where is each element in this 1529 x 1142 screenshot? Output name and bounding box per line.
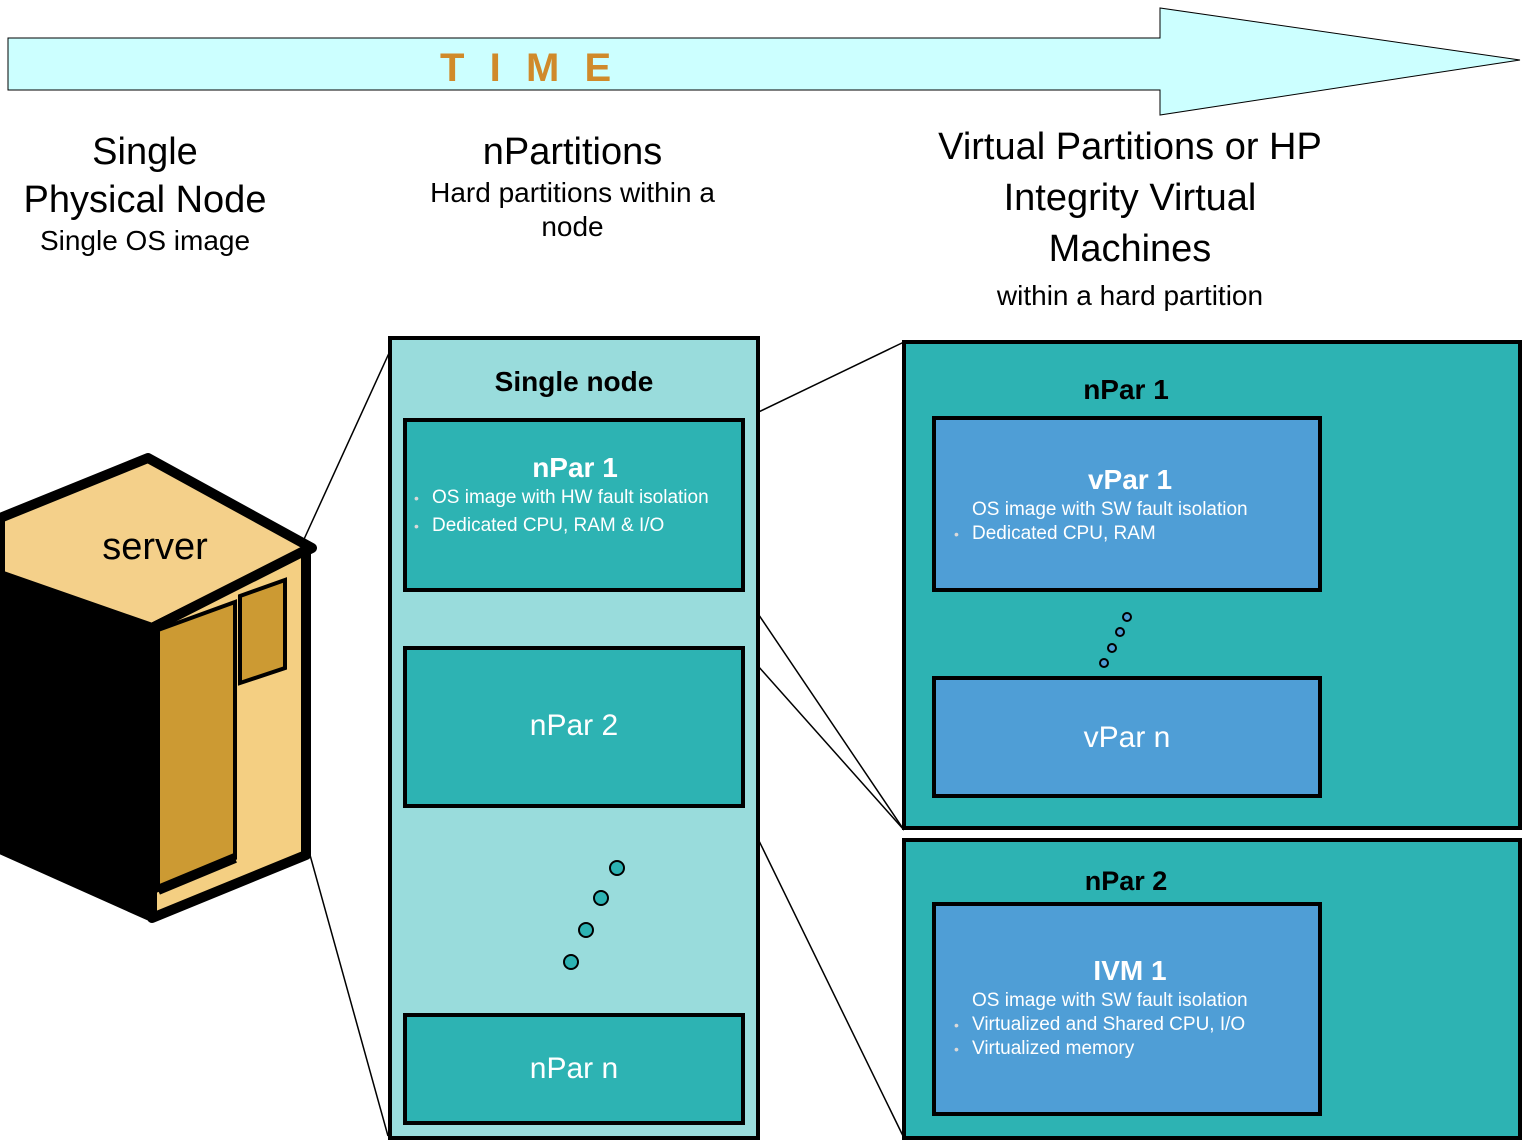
ivm1-bullet: •Virtualized and Shared CPU, I/O	[954, 1014, 1246, 1035]
server-side	[0, 571, 156, 922]
server-edge	[156, 853, 237, 895]
ivm1-box[interactable]	[932, 902, 1322, 1116]
connector-line	[741, 341, 905, 421]
npar1-title: nPar 1	[532, 452, 618, 483]
ivm1-content: IVM 1 OS image with SW fault isolation •…	[950, 955, 1310, 1061]
column2-subtitle: Hard partitions within a node	[430, 177, 715, 242]
vpar1-bullet: •Dedicated CPU, RAM	[954, 523, 1156, 544]
npar1-content: nPar 1 •OS image with HW fault isolation…	[410, 452, 740, 538]
vpar1-content: vPar 1 OS image with SW fault isolation …	[950, 464, 1310, 546]
column3-header: Virtual Partitions or HP Integrity Virtu…	[930, 122, 1330, 313]
server-illustration	[0, 453, 317, 923]
time-arrow	[7, 7, 1521, 116]
server-label: server	[102, 526, 208, 568]
vpar1-title: vPar 1	[1087, 464, 1173, 495]
ellipsis-dots-small	[1099, 612, 1132, 668]
connector-line	[309, 854, 389, 1137]
column1-header: Single Physical Node Single OS image	[0, 128, 290, 258]
single-node-title: Single node	[494, 366, 654, 397]
vparn-label: vPar n	[1083, 721, 1171, 754]
column1-title: Single Physical Node	[23, 131, 267, 221]
connector-line	[741, 589, 905, 831]
npar1-bullet: •OS image with HW fault isolation	[414, 487, 709, 508]
npar2-label: nPar 2	[529, 709, 619, 742]
column2-title: nPartitions	[482, 131, 663, 173]
npar2-detail-title: nPar 2	[1084, 866, 1168, 896]
npar1-box[interactable]	[403, 418, 745, 592]
server-panel	[238, 577, 287, 686]
column3-title: Virtual Partitions or HP Integrity Virtu…	[938, 126, 1322, 270]
column1-subtitle: Single OS image	[39, 225, 251, 256]
vpar1-box[interactable]	[932, 416, 1322, 592]
vpar1-line: OS image with SW fault isolation	[972, 499, 1248, 520]
npar1-detail-title: nPar 1	[1083, 374, 1169, 405]
connector-line	[741, 647, 905, 831]
ivm1-title: IVM 1	[1093, 955, 1167, 986]
ivm1-bullet: •Virtualized memory	[954, 1038, 1135, 1059]
ellipsis-dots	[563, 860, 625, 970]
connector-line	[299, 339, 396, 549]
npar2-box[interactable]	[403, 646, 745, 808]
nparn-label: nPar n	[529, 1052, 619, 1085]
npar1-bullet: •Dedicated CPU, RAM & I/O	[414, 515, 665, 536]
time-label: T I M E	[440, 46, 613, 90]
nparn-box[interactable]	[403, 1013, 745, 1125]
vparn-box[interactable]	[932, 676, 1322, 798]
ivm1-line: OS image with SW fault isolation	[972, 990, 1248, 1011]
column2-header: nPartitions Hard partitions within a nod…	[415, 128, 730, 244]
server-door	[156, 599, 237, 893]
connector-line	[741, 805, 905, 1139]
column3-subtitle: within a hard partition	[996, 280, 1264, 311]
